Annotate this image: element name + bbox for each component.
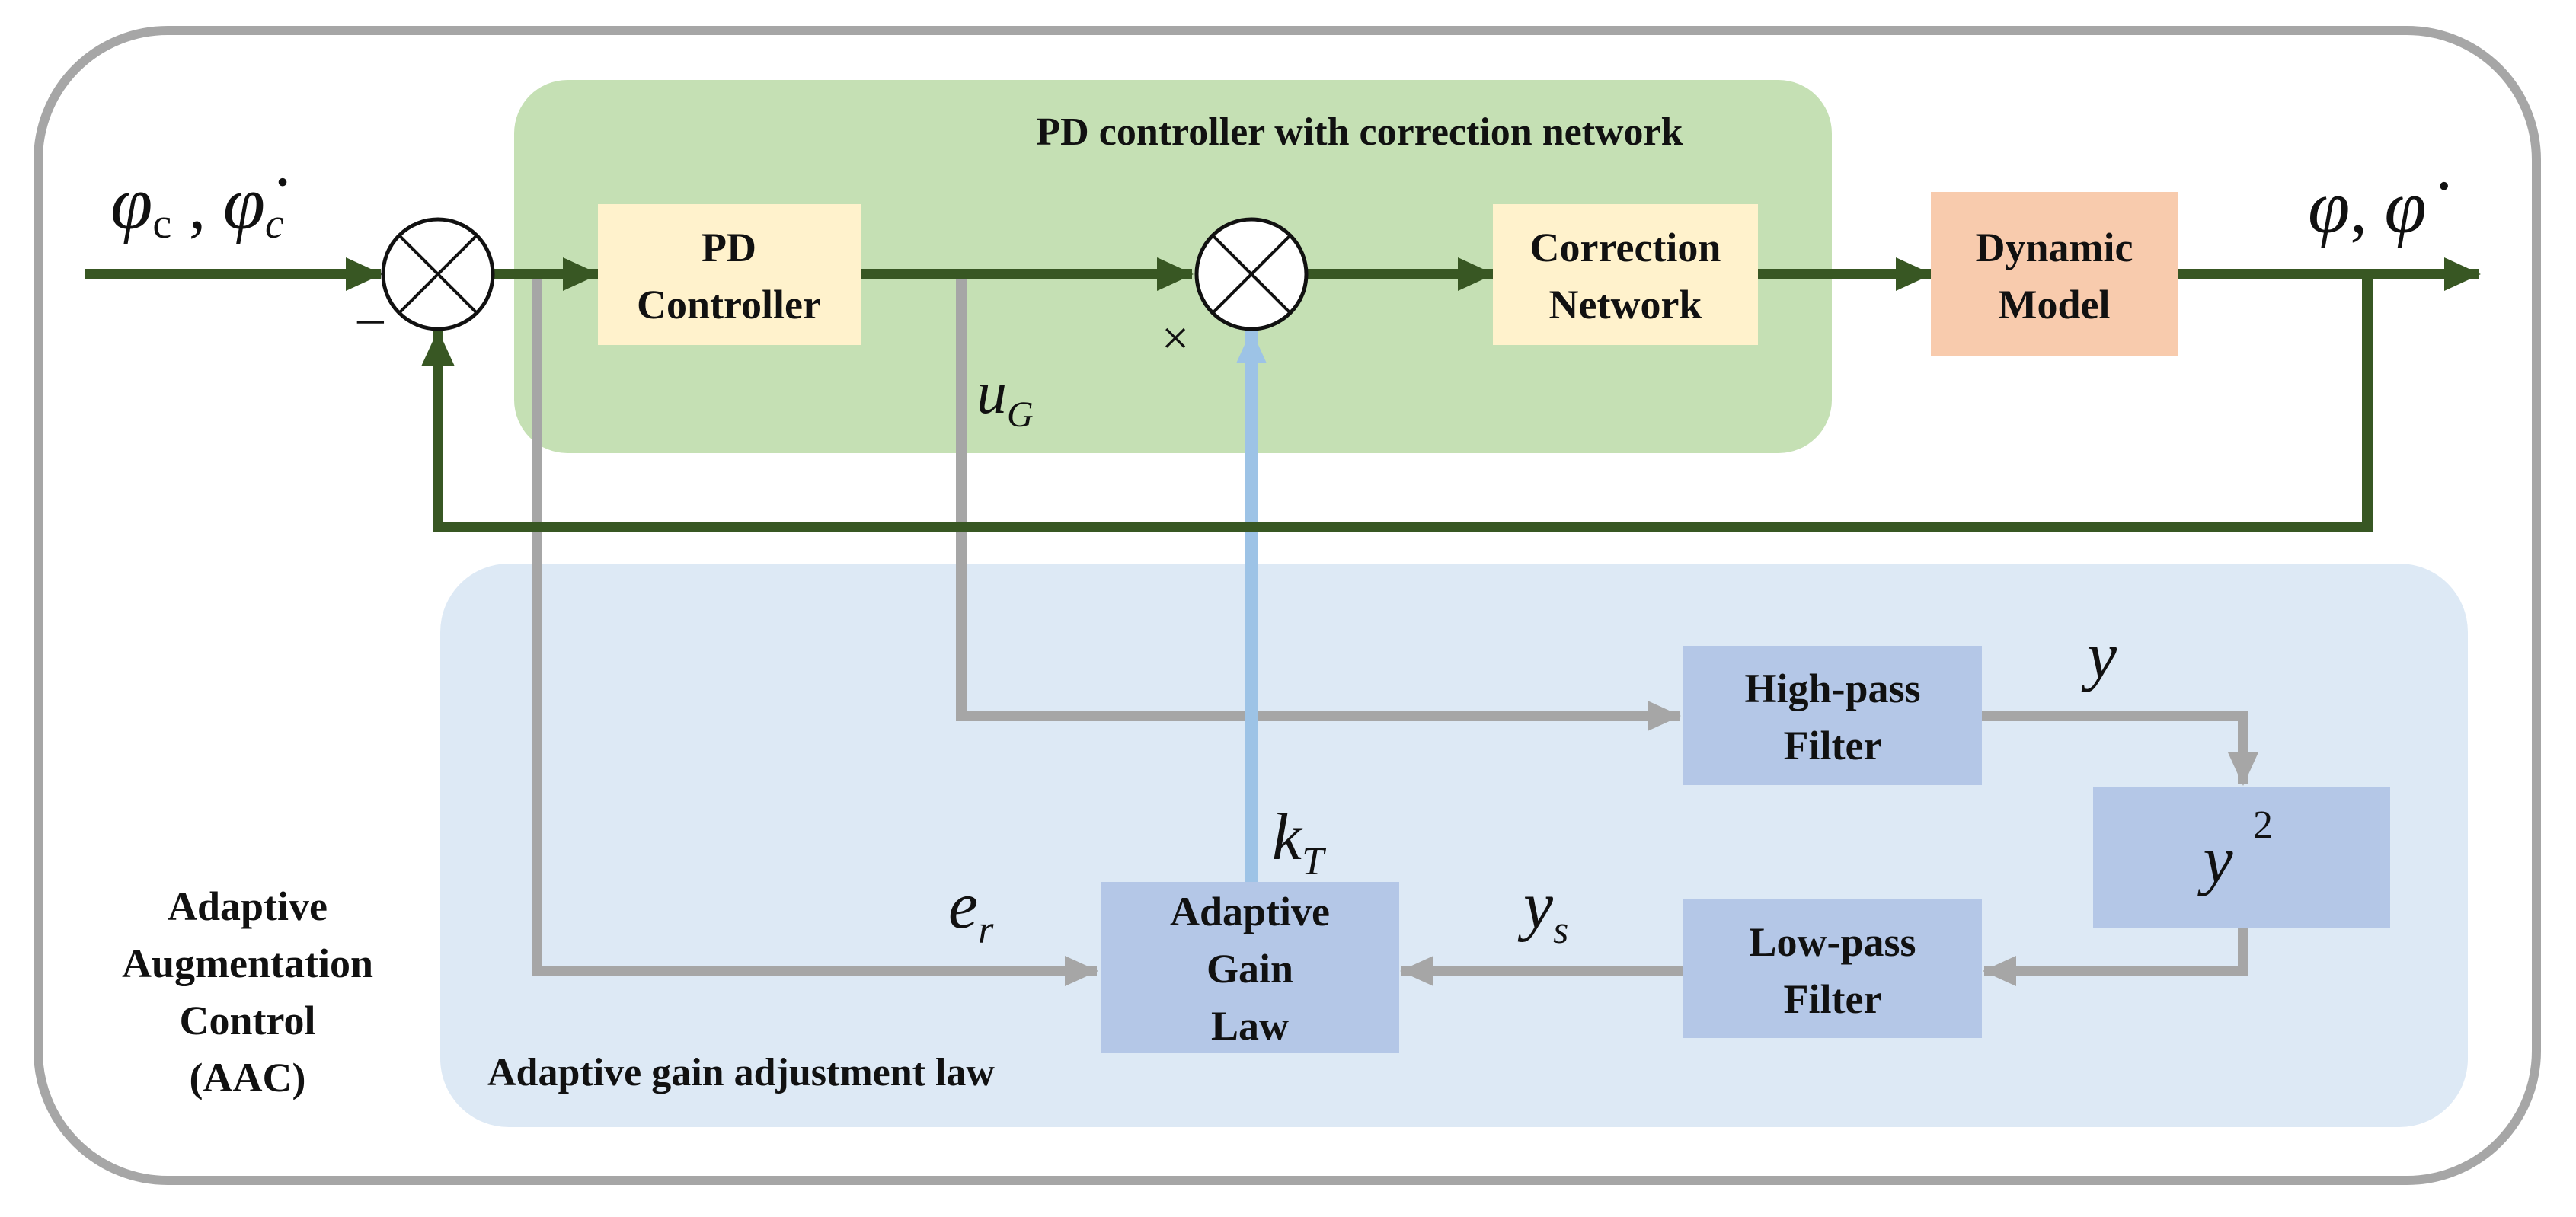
aac-line4: (AAC)	[190, 1055, 306, 1100]
correction-network-block: Correction Network	[1493, 204, 1758, 345]
ys-base: y	[1517, 869, 1554, 943]
y-label: y	[2081, 619, 2117, 693]
ug-label: uG	[976, 359, 1034, 435]
kt-sub: T	[1302, 840, 1326, 883]
pd-block-line1: PD	[702, 225, 756, 270]
gainlaw-block-line1: Adaptive	[1170, 889, 1330, 934]
lowpass-block-line2: Filter	[1784, 976, 1882, 1022]
high-pass-filter-block: High-pass Filter	[1683, 646, 1982, 785]
error-signal-line	[532, 274, 1098, 986]
ug-sub: G	[1007, 394, 1034, 435]
er-label: er	[948, 869, 994, 952]
adaptive-gain-law-block: Adaptive Gain Law	[1101, 882, 1399, 1053]
correction-block-line2: Network	[1549, 282, 1702, 327]
minus-sign: −	[354, 290, 387, 354]
lowpass-block-line1: Low-pass	[1749, 919, 1916, 965]
multiplier-junction	[1194, 217, 1309, 331]
kt-label: kT	[1272, 800, 1326, 883]
pd-region-title: PD controller with correction network	[1036, 110, 1683, 154]
highpass-block-line1: High-pass	[1744, 666, 1920, 711]
square-exponent: 2	[2253, 803, 2273, 847]
pd-block-line2: Controller	[637, 282, 821, 327]
kt-base: k	[1272, 800, 1303, 874]
ug-signal-line	[956, 274, 1681, 731]
input-phi: φ	[110, 161, 152, 245]
output-phi: φ	[2308, 165, 2350, 249]
dynamic-block-line2: Model	[1999, 282, 2111, 327]
square-base: y	[2197, 823, 2233, 897]
er-sub: r	[978, 909, 994, 952]
gainlaw-block-line3: Law	[1211, 1003, 1289, 1049]
dynamic-block-line1: Dynamic	[1976, 225, 2133, 270]
er-base: e	[948, 869, 978, 943]
highpass-block-line2: Filter	[1784, 723, 1882, 768]
ys-sub: s	[1553, 909, 1568, 952]
adaptive-region-title: Adaptive gain adjustment law	[487, 1051, 995, 1094]
pd-controller-block: PD Controller	[598, 204, 861, 345]
low-pass-filter-block: Low-pass Filter	[1683, 899, 1982, 1038]
y-signal-line	[1980, 711, 2258, 786]
input-signal-label: φc , φ̇c	[110, 161, 287, 248]
square-block: y 2	[2093, 787, 2390, 928]
input-separator: ,	[171, 168, 223, 244]
feedback-line	[421, 274, 2373, 532]
gainlaw-block-line2: Gain	[1207, 946, 1293, 992]
aac-label: Adaptive Augmentation Control (AAC)	[122, 883, 373, 1100]
times-sign: ×	[1162, 311, 1189, 365]
input-phidot-sub: c	[265, 200, 284, 248]
output-separator: ,	[2350, 172, 2384, 248]
dynamic-model-block: Dynamic Model	[1931, 192, 2178, 356]
y2-to-lowpass-line	[1983, 928, 2248, 986]
ys-label: ys	[1517, 869, 1568, 952]
correction-block-line1: Correction	[1530, 225, 1721, 270]
aac-line1: Adaptive	[168, 883, 328, 929]
aac-line2: Augmentation	[122, 941, 373, 986]
input-phi-sub: c	[152, 200, 171, 248]
summing-junction	[381, 217, 495, 331]
ug-base: u	[976, 359, 1007, 426]
aac-line3: Control	[179, 998, 315, 1043]
